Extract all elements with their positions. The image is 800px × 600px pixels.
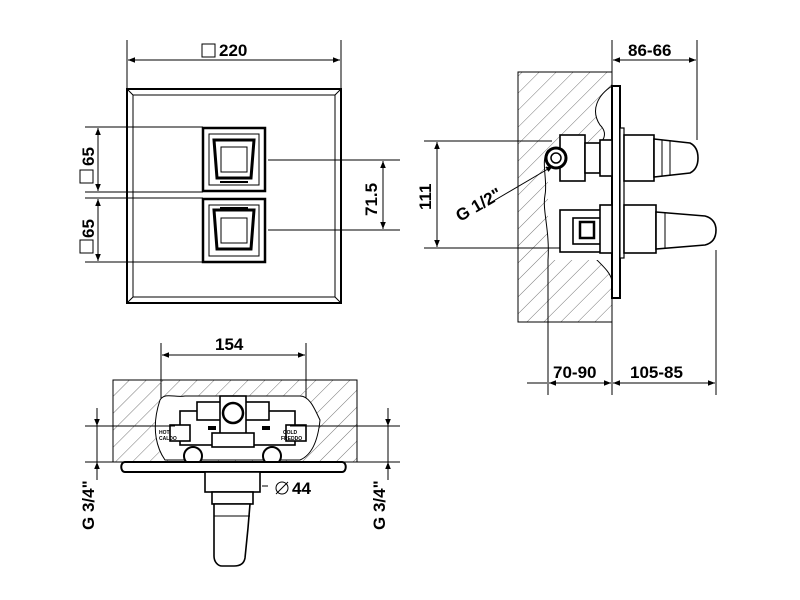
cold-label: COLD — [283, 430, 298, 436]
hot-label: HOT — [159, 430, 170, 436]
cover-plate — [126, 88, 342, 304]
front-view: 220 — [79, 40, 400, 304]
left-thread-label: G 3/4" — [79, 480, 98, 530]
diameter-dim-label: 44 — [292, 479, 311, 498]
plate-width-label: 220 — [219, 41, 247, 60]
top-view: 154 HOT CALDO COLD FREDDO 44 — [79, 335, 400, 567]
square-symbol — [79, 169, 94, 184]
side-view: G 1/2" 111 86-66 70-90 105-85 — [416, 40, 717, 395]
upper-knob — [201, 126, 267, 193]
square-symbol — [201, 43, 216, 58]
thread-label-half: G 1/2" — [453, 184, 505, 225]
hot-label-it: CALDO — [159, 436, 177, 442]
upper-knob-dim-label: 65 — [79, 147, 98, 166]
right-thread-label: G 3/4" — [370, 480, 389, 530]
cold-label-it: FREDDO — [281, 436, 302, 442]
plate-width-dimension: 220 — [126, 40, 342, 88]
upper-valve-body — [544, 134, 613, 182]
width-dim-label: 154 — [215, 335, 244, 354]
knob-spacing-dimension: 71.5 — [268, 159, 400, 231]
square-symbol — [79, 239, 94, 254]
top-range-label: 86-66 — [628, 41, 671, 60]
projection-range-label: 105-85 — [630, 363, 683, 382]
lower-knob — [201, 197, 267, 264]
lower-knob-dim-label: 65 — [79, 219, 98, 238]
lower-handle — [623, 204, 717, 254]
knob-height-dimensions: 65 65 — [79, 126, 203, 263]
lower-valve-body — [559, 204, 613, 254]
height-dim-label: 111 — [416, 184, 435, 211]
upper-handle — [623, 134, 699, 182]
depth-range-label: 70-90 — [553, 363, 596, 382]
spacing-dim-label: 71.5 — [362, 183, 381, 216]
